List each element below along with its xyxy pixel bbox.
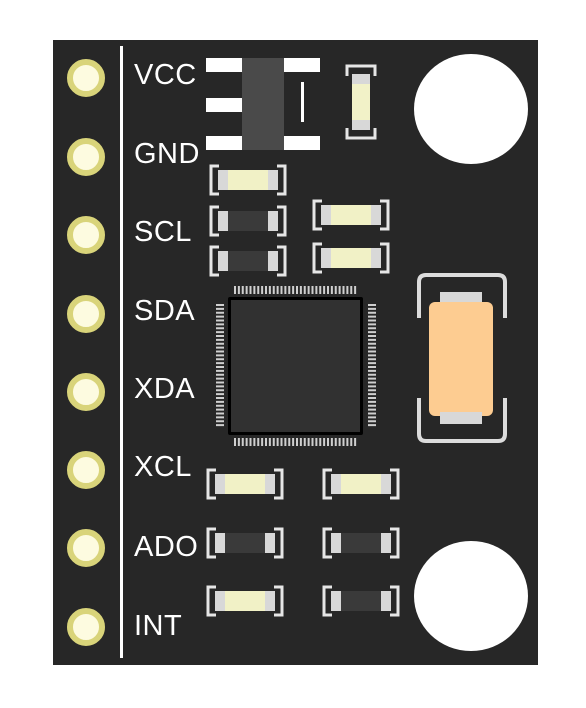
silkscreen-divider	[120, 46, 123, 658]
tantalum-capacitor-frame	[417, 273, 507, 443]
ic-chip-pins	[216, 286, 376, 446]
pin-label-sda: SDA	[134, 295, 196, 327]
capacitor-end-top	[440, 292, 482, 304]
header-pad-ado	[67, 529, 105, 567]
header-pad-xda	[67, 373, 105, 411]
header-pad-scl	[67, 216, 105, 254]
ic-chip	[228, 297, 363, 435]
mounting-hole-top	[414, 54, 528, 164]
smd-resistor-4	[322, 527, 400, 559]
pin-label-vcc: VCC	[134, 59, 197, 91]
smd-resistor-2	[209, 245, 287, 277]
capacitor-end-bottom	[440, 412, 482, 424]
pin-label-gnd: GND	[134, 138, 200, 170]
tantalum-capacitor	[429, 302, 493, 416]
smd-resistor-vertical	[345, 64, 377, 140]
smd-led-4	[206, 468, 284, 500]
mounting-hole-bottom	[414, 541, 528, 651]
header-pad-int	[67, 608, 105, 646]
smd-resistor-3	[206, 527, 284, 559]
smd-led-3	[312, 242, 390, 274]
smd-resistor-5	[322, 585, 400, 617]
header-pad-xcl	[67, 451, 105, 489]
pin-label-ado: ADO	[134, 531, 199, 563]
smd-led-1	[209, 164, 287, 196]
pin-label-scl: SCL	[134, 216, 192, 248]
pin-label-xda: XDA	[134, 373, 196, 405]
smd-led-2	[312, 199, 390, 231]
header-pad-vcc	[67, 59, 105, 97]
smd-led-5	[322, 468, 400, 500]
header-pad-sda	[67, 295, 105, 333]
pin-label-int: INT	[134, 610, 183, 642]
smd-led-6	[206, 585, 284, 617]
header-pad-gnd	[67, 138, 105, 176]
pin-label-xcl: XCL	[134, 451, 192, 483]
smd-resistor-1	[209, 205, 287, 237]
